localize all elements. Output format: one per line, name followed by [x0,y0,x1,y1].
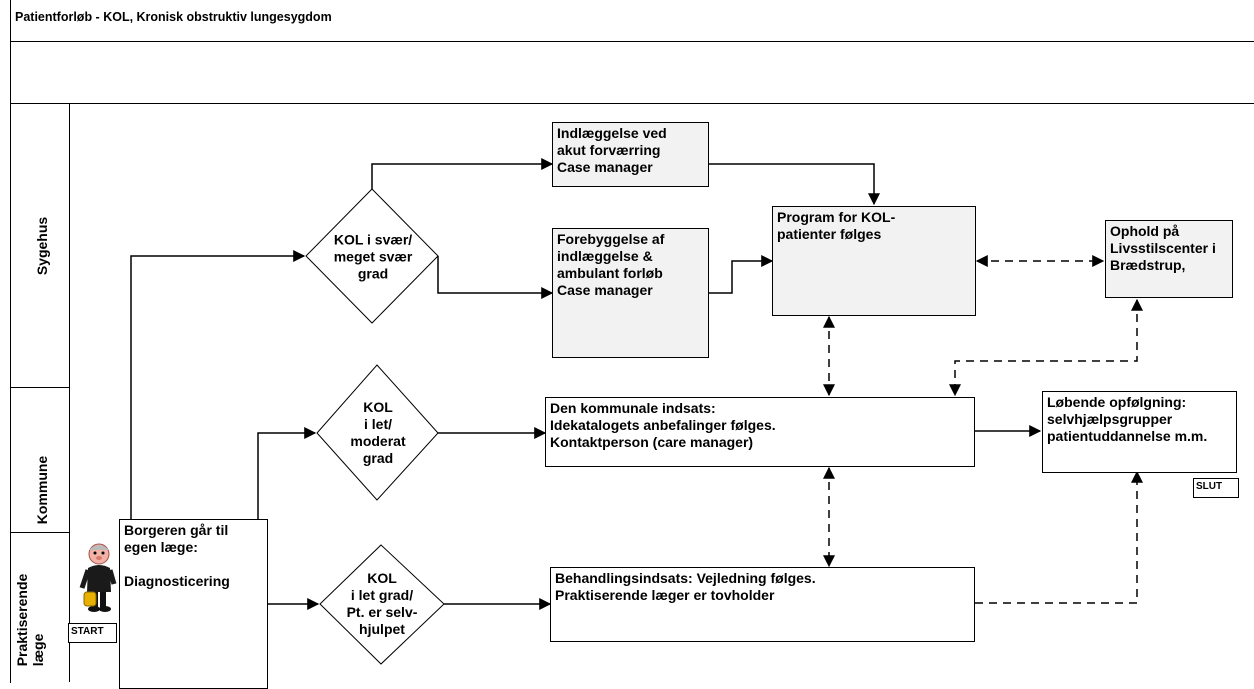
lane-header-praktiserende [10,532,70,682]
box-forebyggelse-line2: indlæggelse & [557,248,653,264]
decision-svaer-text: KOL i svær/ meget svær grad [334,232,413,283]
box-kommunale-line2: Idekatalogets anbefalinger følges. [550,417,776,433]
box-indlaeggelse: Indlæggelse ved akut forværring Case man… [552,122,709,187]
dashed-behandling-opfoelgning [975,470,1143,604]
box-program: Program for KOL- patienter følges [772,206,976,316]
decision-let-line4: hjulpet [359,621,405,637]
box-ophold: Ophold på Livsstilscenter i Brædstrup, [1105,220,1233,298]
decision-diamond-svaer [305,188,439,324]
flow-borger-to-moderat [257,427,317,520]
flow-svaer-to-forebyggelse [437,256,554,299]
decision-let-line3: Pt. er selv- [346,604,418,620]
box-forebyggelse-line4: Case manager [557,282,653,298]
flow-svaer-to-indlaeggelse [371,158,554,189]
decision-diamond-let [319,544,445,665]
decision-diamond-moderat [316,364,439,501]
decision-let-line1: KOL [367,570,397,586]
decision-svaer-line3: grad [357,265,389,282]
title-bar: Patientforløb - KOL, Kronisk obstruktiv … [10,0,1254,42]
box-opfoelgning: Løbende opfølgning: selvhjælpsgrupper pa… [1042,391,1237,473]
box-opfoelgning-line1: Løbende opfølgning: [1047,394,1187,410]
dashed-ophold-kommunale [949,298,1143,397]
box-indlaeggelse-line1: Indlæggelse ved [557,125,667,141]
box-kommunale: Den kommunale indsats: Idekatalogets anb… [545,397,975,467]
decision-moderat-text: KOL i let/ moderat grad [350,399,405,467]
box-forebyggelse-line1: Forebyggelse af [557,231,665,247]
decision-moderat-line1: KOL [363,399,393,415]
box-opfoelgning-line2: selvhjælpsgrupper [1047,411,1173,427]
lane-header-kommune [10,387,70,533]
box-borgeren: Borgeren går til egen læge: Diagnosticer… [119,519,268,689]
box-program-line2: patienter følges [777,226,882,242]
box-kommunale-line1: Den kommunale indsats: [550,400,716,416]
decision-moderat-line3: moderat [350,433,406,449]
box-ophold-line3: Brædstrup, [1110,257,1186,273]
box-forebyggelse: Forebyggelse af indlæggelse & ambulant f… [552,228,709,358]
lane-header-sygehus [10,103,70,388]
box-forebyggelse-line3: ambulant forløb [557,265,663,281]
box-ophold-line1: Ophold på [1110,223,1180,239]
box-behandling-line1: Behandlingsindsats: Vejledning følges. [555,570,816,586]
box-borgeren-line3 [124,556,263,573]
box-borgeren-line2: egen læge: [124,539,198,555]
box-indlaeggelse-line3: Case manager [557,159,653,175]
slut-tag: SLUT [1193,478,1239,498]
box-opfoelgning-line3: patientuddannelse m.m. [1047,428,1208,444]
box-borgeren-line1: Borgeren går til [124,522,229,538]
page-title: Patientforløb - KOL, Kronisk obstruktiv … [15,10,332,24]
box-program-line1: Program for KOL- [777,209,896,225]
flow-borger-to-svaer [130,250,306,520]
subtitle-bar [10,41,1254,104]
box-behandling: Behandlingsindsats: Vejledning følges. P… [550,567,975,642]
decision-let-text: KOL i let grad/ Pt. er selv- hjulpet [347,570,418,638]
box-kommunale-line3: Kontaktperson (care manager) [550,434,754,450]
decision-moderat-line4: grad [362,450,394,466]
person-figure-icon [79,543,117,612]
box-indlaeggelse-line2: akut forværring [557,142,661,158]
decision-let-line2: i let grad/ [350,587,414,603]
box-ophold-line2: Livsstilscenter i [1110,240,1216,256]
flow-forebyggelse-to-program [709,255,774,294]
decision-svaer-line2: meget svær [333,248,413,265]
decision-svaer-line1: KOL i svær/ [333,231,413,248]
decision-moderat-line2: i let/ [363,416,393,432]
flow-indlaeggelse-to-program [709,163,880,206]
box-borgeren-line4: Diagnosticering [124,573,230,589]
box-behandling-line2: Praktiserende læger er tovholder [555,587,775,603]
start-tag: START [68,623,117,643]
